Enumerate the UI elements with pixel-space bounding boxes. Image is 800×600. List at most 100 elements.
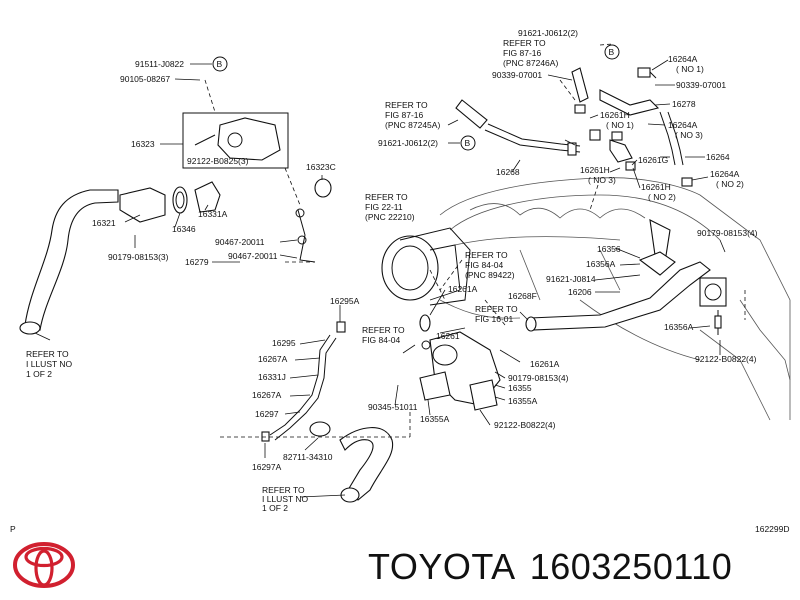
fig8716b-3: (PNC 87245A) — [385, 120, 440, 130]
label-16264: 16264 — [706, 152, 730, 162]
heater-hoses — [455, 67, 693, 187]
fig1601-2: FIG 16-01 — [475, 314, 514, 324]
fig8404b-2: FIG 84-04 — [362, 335, 401, 345]
label-16356: 16356 — [597, 244, 621, 254]
fig8716a-1: REFER TO — [503, 38, 546, 48]
label-16295: 16295 — [272, 338, 296, 348]
label-91511: 91511-J0822 — [135, 59, 184, 69]
fig8404a-1: REFER TO — [465, 250, 508, 260]
label-16261h-1: 16261H — [600, 110, 630, 120]
refer-bottom-1: REFER TO — [262, 485, 305, 495]
label-16264a-2: 16264A — [710, 169, 740, 179]
label-16331a: 16331A — [198, 209, 228, 219]
parts-diagram: B B B — [10, 28, 791, 534]
label-no1-a: ( NO 1) — [676, 64, 704, 74]
b-marker-1: B — [217, 59, 223, 69]
label-16346: 16346 — [172, 224, 196, 234]
label-16356a-2: 16356A — [664, 322, 694, 332]
label-91621-j0814: 91621-J0814 — [546, 274, 596, 284]
fig8404a-3: (PNC 89422) — [465, 270, 515, 280]
fig8716a-3: (PNC 87246A) — [503, 58, 558, 68]
label-90467-b: 90467-20011 — [228, 251, 278, 261]
label-16323c: 16323C — [306, 162, 336, 172]
label-16331j: 16331J — [258, 372, 286, 382]
label-90339-a: 90339-07001 — [492, 70, 542, 80]
label-92122-b0822: 92122-B0822(4) — [695, 354, 757, 364]
diagram-code: 162299D — [755, 524, 790, 534]
fig8716a-2: FIG 87-16 — [503, 48, 542, 58]
fig2211-2: FIG 22-11 — [365, 202, 403, 212]
water-bypass-pipe — [525, 219, 727, 335]
label-16261a-2: 16261A — [530, 359, 560, 369]
label-16356a-1: 16356A — [586, 259, 616, 269]
label-92122-b0825: 92122-B0825(3) — [187, 156, 249, 166]
label-90179-4b: 90179-08153(4) — [508, 373, 569, 383]
label-16268: 16268 — [496, 167, 520, 177]
label-16206: 16206 — [568, 287, 592, 297]
label-16323: 16323 — [131, 139, 155, 149]
label-16261h-2: 16261H — [641, 182, 671, 192]
reference-circle-b: B B B — [212, 44, 620, 151]
label-16261: 16261 — [436, 331, 460, 341]
label-no1-b: ( NO 1) — [606, 120, 634, 130]
label-91621-top: 91621-J0612(2) — [518, 28, 578, 38]
radiator-hose-left — [19, 189, 119, 335]
label-16261g: 16261G — [638, 155, 668, 165]
label-90339-b: 90339-07001 — [676, 80, 726, 90]
label-16355a-1: 16355A — [508, 396, 538, 406]
label-16268f: 16268F — [508, 291, 537, 301]
label-90105: 90105-08267 — [120, 74, 170, 84]
label-92122-b0822b: 92122-B0822(4) — [494, 420, 556, 430]
refer-bottom-3: 1 OF 2 — [262, 503, 288, 513]
part-number: 1603250110 — [529, 546, 733, 587]
fig8404b-1: REFER TO — [362, 325, 405, 335]
corner-left-mark: P — [10, 524, 16, 534]
thermostat-parts — [119, 178, 332, 223]
label-90179-3: 90179-08153(3) — [108, 252, 169, 262]
radiator-hose-lower — [339, 427, 394, 503]
label-82711: 82711-34310 — [283, 452, 333, 462]
small-hose-group — [261, 208, 346, 442]
fig2211-3: (PNC 22210) — [365, 212, 415, 222]
label-16267a-2: 16267A — [252, 390, 282, 400]
label-16264a-3: 16264A — [668, 120, 698, 130]
brand-name: TOYOTA — [368, 546, 516, 587]
throttle-body — [381, 227, 471, 306]
brand-part-title: TOYOTA 1603250110 — [368, 546, 746, 588]
label-16355a-2: 16355A — [420, 414, 450, 424]
part-labels: 91511-J0822 90105-08267 16323 92122-B082… — [10, 28, 790, 534]
refer-bottom-2: I LLUST NO — [262, 494, 309, 504]
label-16279: 16279 — [185, 257, 209, 267]
label-16297a: 16297A — [252, 462, 282, 472]
water-outlet-housing — [182, 112, 289, 169]
refer-left-3: 1 OF 2 — [26, 369, 52, 379]
label-16278: 16278 — [672, 99, 696, 109]
leader-lines — [34, 43, 746, 498]
b-marker-3: B — [465, 138, 471, 148]
label-90467-a: 90467-20011 — [215, 237, 265, 247]
label-no3-a: ( NO 3) — [675, 130, 703, 140]
label-16267a-1: 16267A — [258, 354, 288, 364]
label-no3-b: ( NO 3) — [588, 175, 616, 185]
fig8716b-1: REFER TO — [385, 100, 428, 110]
label-90345: 90345-51011 — [368, 402, 418, 412]
fig8716b-2: FIG 87-16 — [385, 110, 424, 120]
b-marker-2: B — [609, 47, 615, 57]
water-inlet-housing — [419, 314, 501, 411]
fig1601-1: REFER TO — [475, 304, 518, 314]
label-16295a: 16295A — [330, 296, 360, 306]
label-16321: 16321 — [92, 218, 116, 228]
label-no2-a: ( NO 2) — [716, 179, 744, 189]
refer-left-1: REFER TO — [26, 349, 69, 359]
label-90179-4a: 90179-08153(4) — [697, 228, 758, 238]
fig2211-1: REFER TO — [365, 192, 408, 202]
label-16264a-1: 16264A — [668, 54, 698, 64]
toyota-logo — [13, 542, 75, 588]
label-16261h-3: 16261H — [580, 165, 610, 175]
label-91621-mid: 91621-J0612(2) — [378, 138, 438, 148]
label-16261a-1: 16261A — [448, 284, 478, 294]
label-16297: 16297 — [255, 409, 279, 419]
refer-left-2: I LLUST NO — [26, 359, 73, 369]
label-16355: 16355 — [508, 383, 532, 393]
label-no2-b: ( NO 2) — [648, 192, 676, 202]
